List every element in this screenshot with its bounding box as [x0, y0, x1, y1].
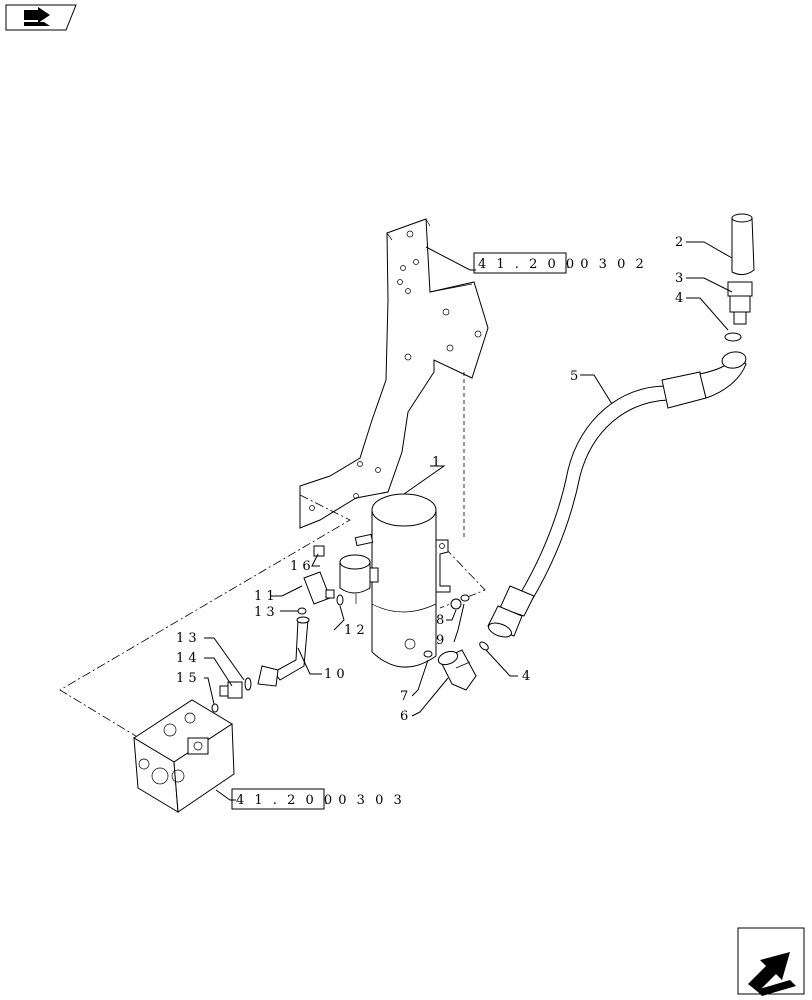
- pressure-switch: [339, 554, 379, 604]
- tube-10: [257, 616, 310, 687]
- leader-lines: [204, 241, 733, 801]
- fitting-3: [727, 281, 753, 325]
- callout-16: 1 6: [290, 559, 311, 574]
- callout-2: 2: [675, 235, 683, 250]
- callout-6: 6: [400, 709, 408, 724]
- o-ring-15: [211, 703, 219, 713]
- adapter-11: [303, 571, 335, 605]
- back-arrow-icon[interactable]: [5, 4, 77, 31]
- cap: [731, 213, 755, 276]
- callout-12: 1 2: [344, 623, 365, 638]
- callout-4b: 4: [522, 669, 530, 684]
- svg-text:. 0 3 0 3: . 0 3 0 3: [324, 793, 405, 808]
- callout-7: 7: [400, 689, 408, 704]
- forward-arrow-icon[interactable]: [737, 927, 805, 996]
- callout-10: 1 0: [324, 667, 345, 682]
- callout-11: 1 1: [254, 589, 275, 604]
- o-ring-13b: [244, 677, 252, 691]
- plug-16: [313, 545, 325, 557]
- callout-15: 1 5: [176, 671, 197, 686]
- mounting-bracket: [299, 218, 489, 540]
- svg-text:4 1 . 2 0 0: 4 1 . 2 0 0: [236, 793, 335, 808]
- o-ring-4b: [479, 641, 489, 651]
- callout-3: 3: [675, 271, 683, 286]
- o-ring-7: [423, 650, 433, 658]
- elbow-fitting: [437, 649, 477, 691]
- callout-14: 1 4: [176, 651, 197, 666]
- callout-9: 9: [436, 633, 444, 648]
- fitting-8: [450, 598, 462, 610]
- clamp: [435, 539, 451, 593]
- o-ring-12: [336, 594, 344, 606]
- callout-4: 4: [675, 291, 683, 306]
- svg-text:. 0 3 0 2: . 0 3 0 2: [566, 257, 647, 272]
- callout-13b: 1 3: [176, 631, 197, 646]
- callout-1: 1: [432, 455, 440, 470]
- reference-41-200-03-02[interactable]: 4 1 . 2 0 0 . 0 3 0 2: [473, 252, 647, 274]
- o-ring-4: [724, 332, 742, 342]
- o-ring-13a: [297, 607, 307, 615]
- callout-13a: 1 3: [254, 605, 275, 620]
- svg-text:4 1 . 2 0 0: 4 1 . 2 0 0: [478, 257, 577, 272]
- callout-8: 8: [436, 613, 444, 628]
- reference-41-200-03-03[interactable]: 4 1 . 2 0 0 . 0 3 0 3: [231, 788, 405, 810]
- callout-5: 5: [570, 369, 578, 384]
- valve-block: [133, 699, 235, 813]
- o-ring-9: [460, 594, 470, 602]
- hose-assembly: [487, 351, 747, 638]
- callout-labels: 1 2 3 4 5 1 1 1 6 1 3 1 2 1 0 1 3 1 4 1 …: [176, 235, 683, 724]
